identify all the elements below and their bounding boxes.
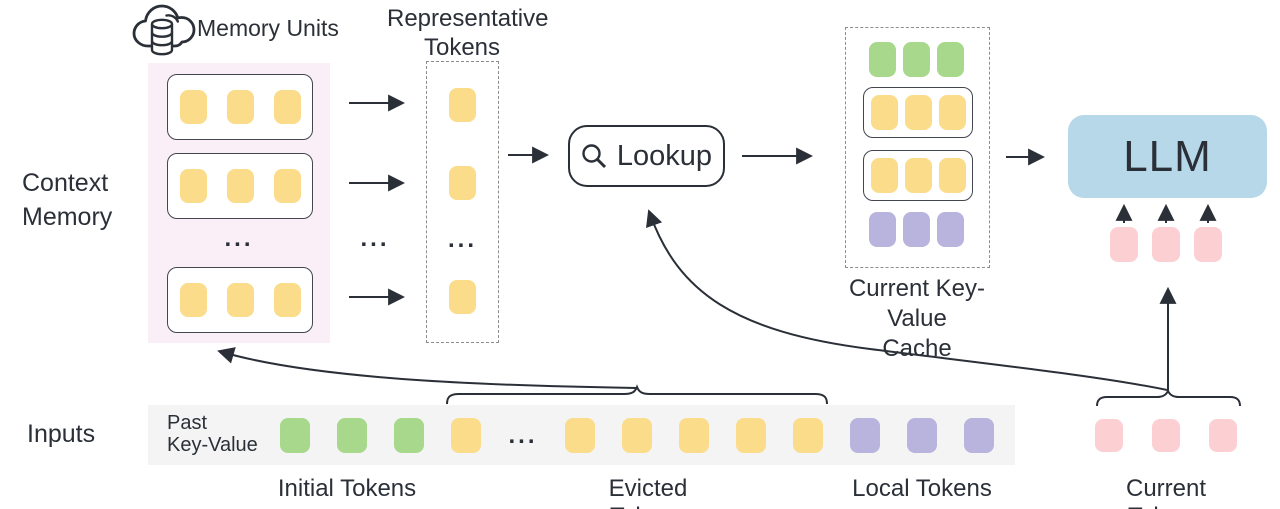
yellow-token <box>679 418 709 453</box>
pink-token <box>1110 227 1138 262</box>
representative-tokens-line2: Tokens <box>423 34 501 61</box>
green-token <box>280 418 310 453</box>
context-memory-label: Context Memory <box>22 166 112 234</box>
yellow-token <box>449 88 476 122</box>
ellipsis: ... <box>224 225 254 252</box>
pink-token <box>1209 419 1237 452</box>
cache-local-row <box>869 212 964 247</box>
ellipsis: ... <box>360 225 390 252</box>
yellow-token <box>226 169 254 203</box>
initial-tokens-label: Initial Tokens <box>277 475 417 502</box>
yellow-token <box>736 418 766 453</box>
memory-unit <box>167 267 313 333</box>
evicted-tokens-label: Evicted Tokens <box>608 475 688 509</box>
yellow-token <box>451 418 481 453</box>
cloud-database-icon <box>132 4 196 56</box>
green-token <box>869 42 896 77</box>
yellow-token <box>565 418 595 453</box>
yellow-token <box>449 280 476 314</box>
cache-label-line2: Cache <box>882 335 952 362</box>
current-tokens-label: Current Tokens <box>1125 475 1207 509</box>
yellow-token <box>904 158 932 193</box>
ellipsis: ... <box>447 226 477 253</box>
yellow-token <box>449 166 476 200</box>
purple-token <box>907 418 937 453</box>
context-memory-line1: Context <box>22 169 109 197</box>
cache-label-line1: Current Key-Value <box>848 275 986 332</box>
llm-box: LLM <box>1068 115 1267 198</box>
yellow-token <box>226 90 254 124</box>
current-tokens-brace <box>1096 388 1241 407</box>
yellow-token <box>793 418 823 453</box>
ellipsis: ... <box>508 421 538 449</box>
pink-token <box>1152 227 1180 262</box>
lookup-label: Lookup <box>616 139 713 172</box>
cache-initial-row <box>869 42 964 77</box>
yellow-token <box>904 95 932 130</box>
purple-token <box>903 212 930 247</box>
llm-input-tokens <box>1110 227 1222 262</box>
memory-unit <box>167 153 313 219</box>
yellow-token <box>273 283 301 317</box>
yellow-token <box>179 90 207 124</box>
current-token-sequence <box>1095 419 1237 452</box>
representative-tokens-box: ... <box>426 61 499 343</box>
yellow-token <box>622 418 652 453</box>
memory-unit <box>167 74 313 140</box>
llm-label: LLM <box>1123 131 1212 181</box>
memory-units-label: Memory Units <box>197 15 339 41</box>
yellow-token <box>179 169 207 203</box>
purple-token <box>850 418 880 453</box>
context-memory-line2: Memory <box>22 203 113 231</box>
inputs-label: Inputs <box>27 420 96 448</box>
representative-tokens-line1: Representative <box>387 5 549 32</box>
lookup-button: Lookup <box>568 125 725 187</box>
current-kv-cache-label: Current Key-Value Cache <box>822 274 1012 364</box>
search-icon <box>582 143 606 168</box>
green-token <box>903 42 930 77</box>
green-token <box>394 418 424 453</box>
cache-retrieved-unit <box>863 87 973 138</box>
yellow-token <box>938 158 966 193</box>
purple-token <box>964 418 994 453</box>
past-kv-line1: Past <box>167 412 208 434</box>
purple-token <box>937 212 964 247</box>
green-token <box>937 42 964 77</box>
past-kv-label: Past Key-Value <box>167 412 258 456</box>
yellow-token <box>273 90 301 124</box>
yellow-token <box>870 95 898 130</box>
pink-token <box>1152 419 1180 452</box>
local-tokens-label: Local Tokens <box>852 475 992 502</box>
purple-token <box>869 212 896 247</box>
arrow-evicted-to-context-memory <box>217 347 638 389</box>
yellow-token <box>870 158 898 193</box>
representative-tokens-label: Representative Tokens <box>387 4 549 62</box>
yellow-token <box>226 283 254 317</box>
yellow-token <box>273 169 301 203</box>
evicted-tokens-brace <box>446 384 828 405</box>
pink-token <box>1194 227 1222 262</box>
cache-retrieved-unit <box>863 150 973 201</box>
green-token <box>337 418 367 453</box>
yellow-token <box>179 283 207 317</box>
yellow-token <box>938 95 966 130</box>
pink-token <box>1095 419 1123 452</box>
past-kv-token-sequence: ... <box>280 418 994 453</box>
past-kv-line2: Key-Value <box>167 434 258 456</box>
